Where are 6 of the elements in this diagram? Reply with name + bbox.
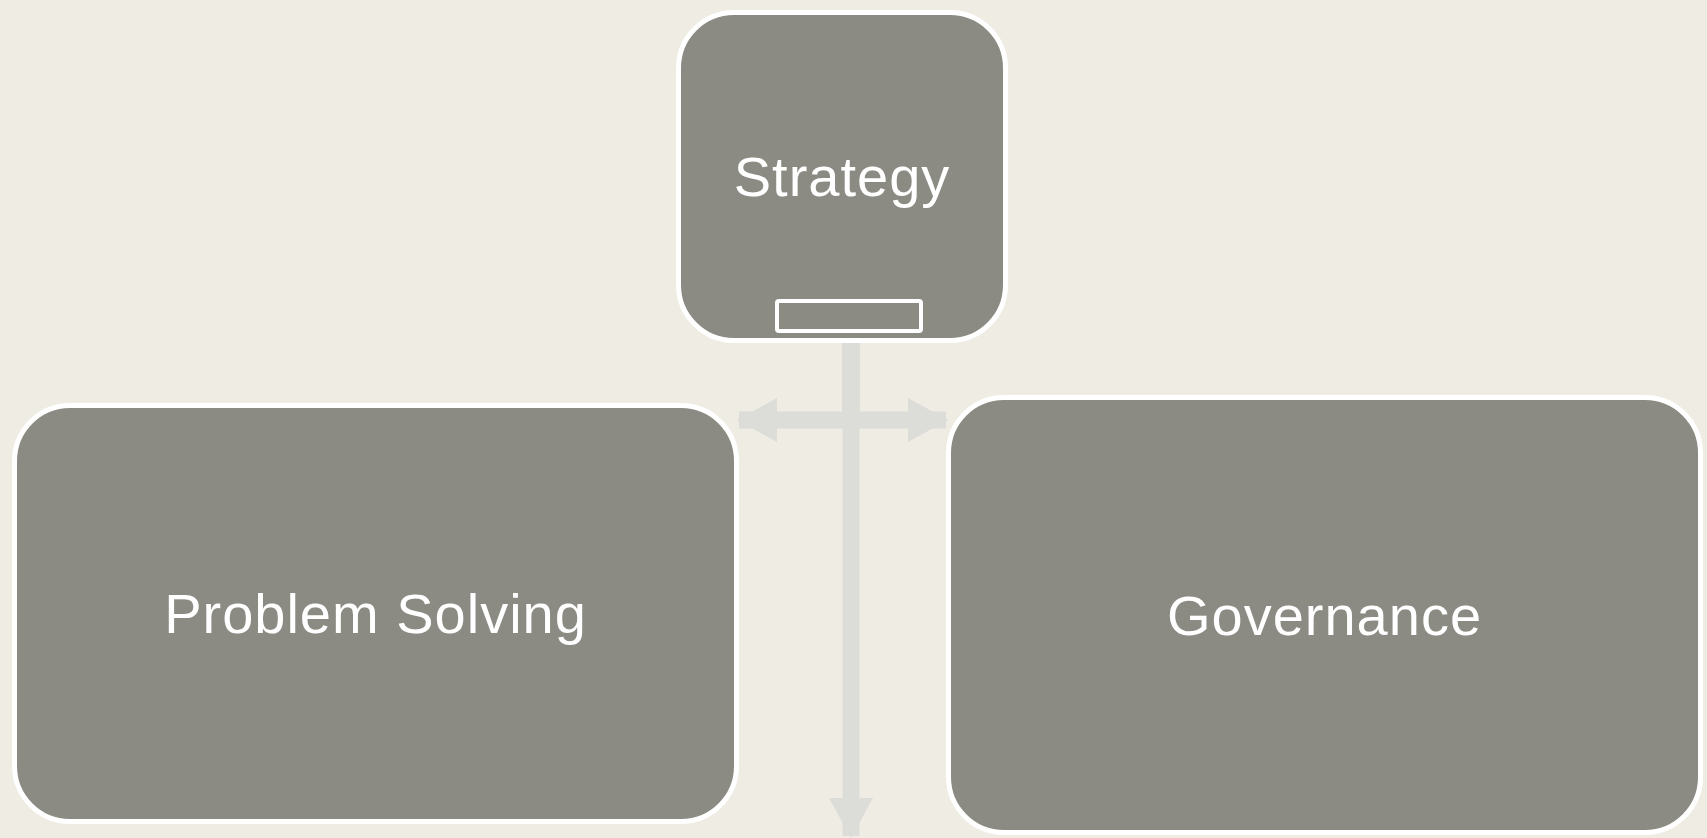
box-label: Governance: [1166, 582, 1483, 648]
rounded-box: [12, 403, 739, 824]
box-label: Strategy: [733, 144, 951, 209]
rounded-box: [676, 10, 1008, 343]
rounded-box: [946, 395, 1703, 835]
box-label: Problem Solving: [164, 581, 587, 646]
